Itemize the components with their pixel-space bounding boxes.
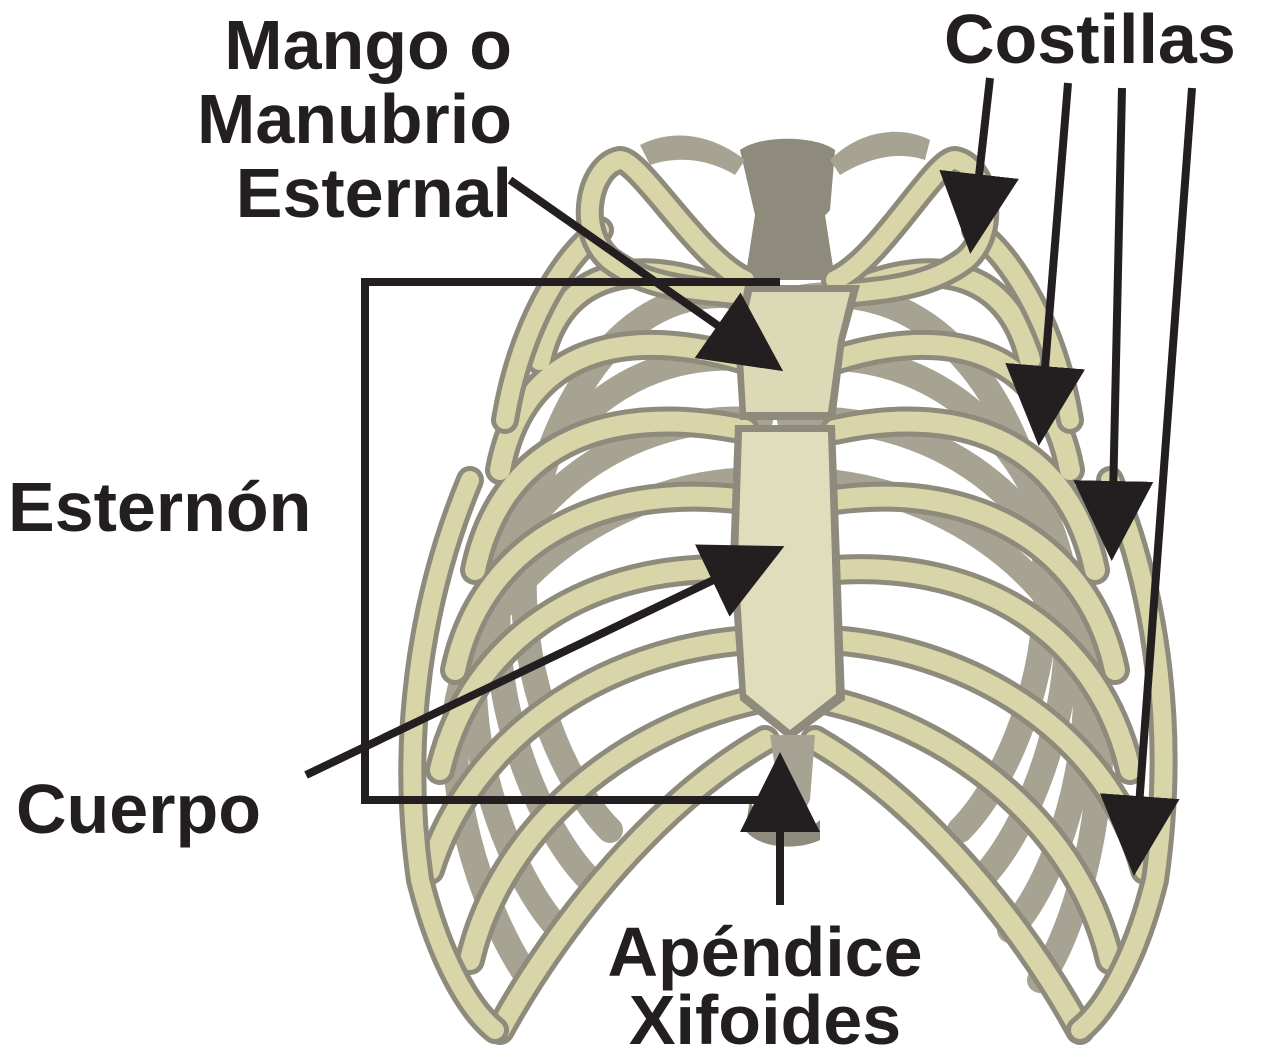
manubrium-label-line-1: Mango o (197, 8, 512, 82)
manubrium-label-line-3: Esternal (197, 156, 512, 230)
xiphoid-label-line-2: Xifoides (560, 986, 970, 1054)
manubrium-label-line-2: Manubrio (197, 82, 512, 156)
xiphoid-label: Apéndice Xifoides (560, 918, 970, 1054)
xiphoid-label-line-1: Apéndice (560, 918, 970, 986)
body-label: Cuerpo (16, 774, 261, 844)
arrow-body (306, 553, 770, 775)
manubrium-label: Mango o Manubrio Esternal (197, 8, 512, 230)
sternum-label: Esternón (8, 472, 311, 542)
ribs-label: Costillas (944, 4, 1236, 74)
